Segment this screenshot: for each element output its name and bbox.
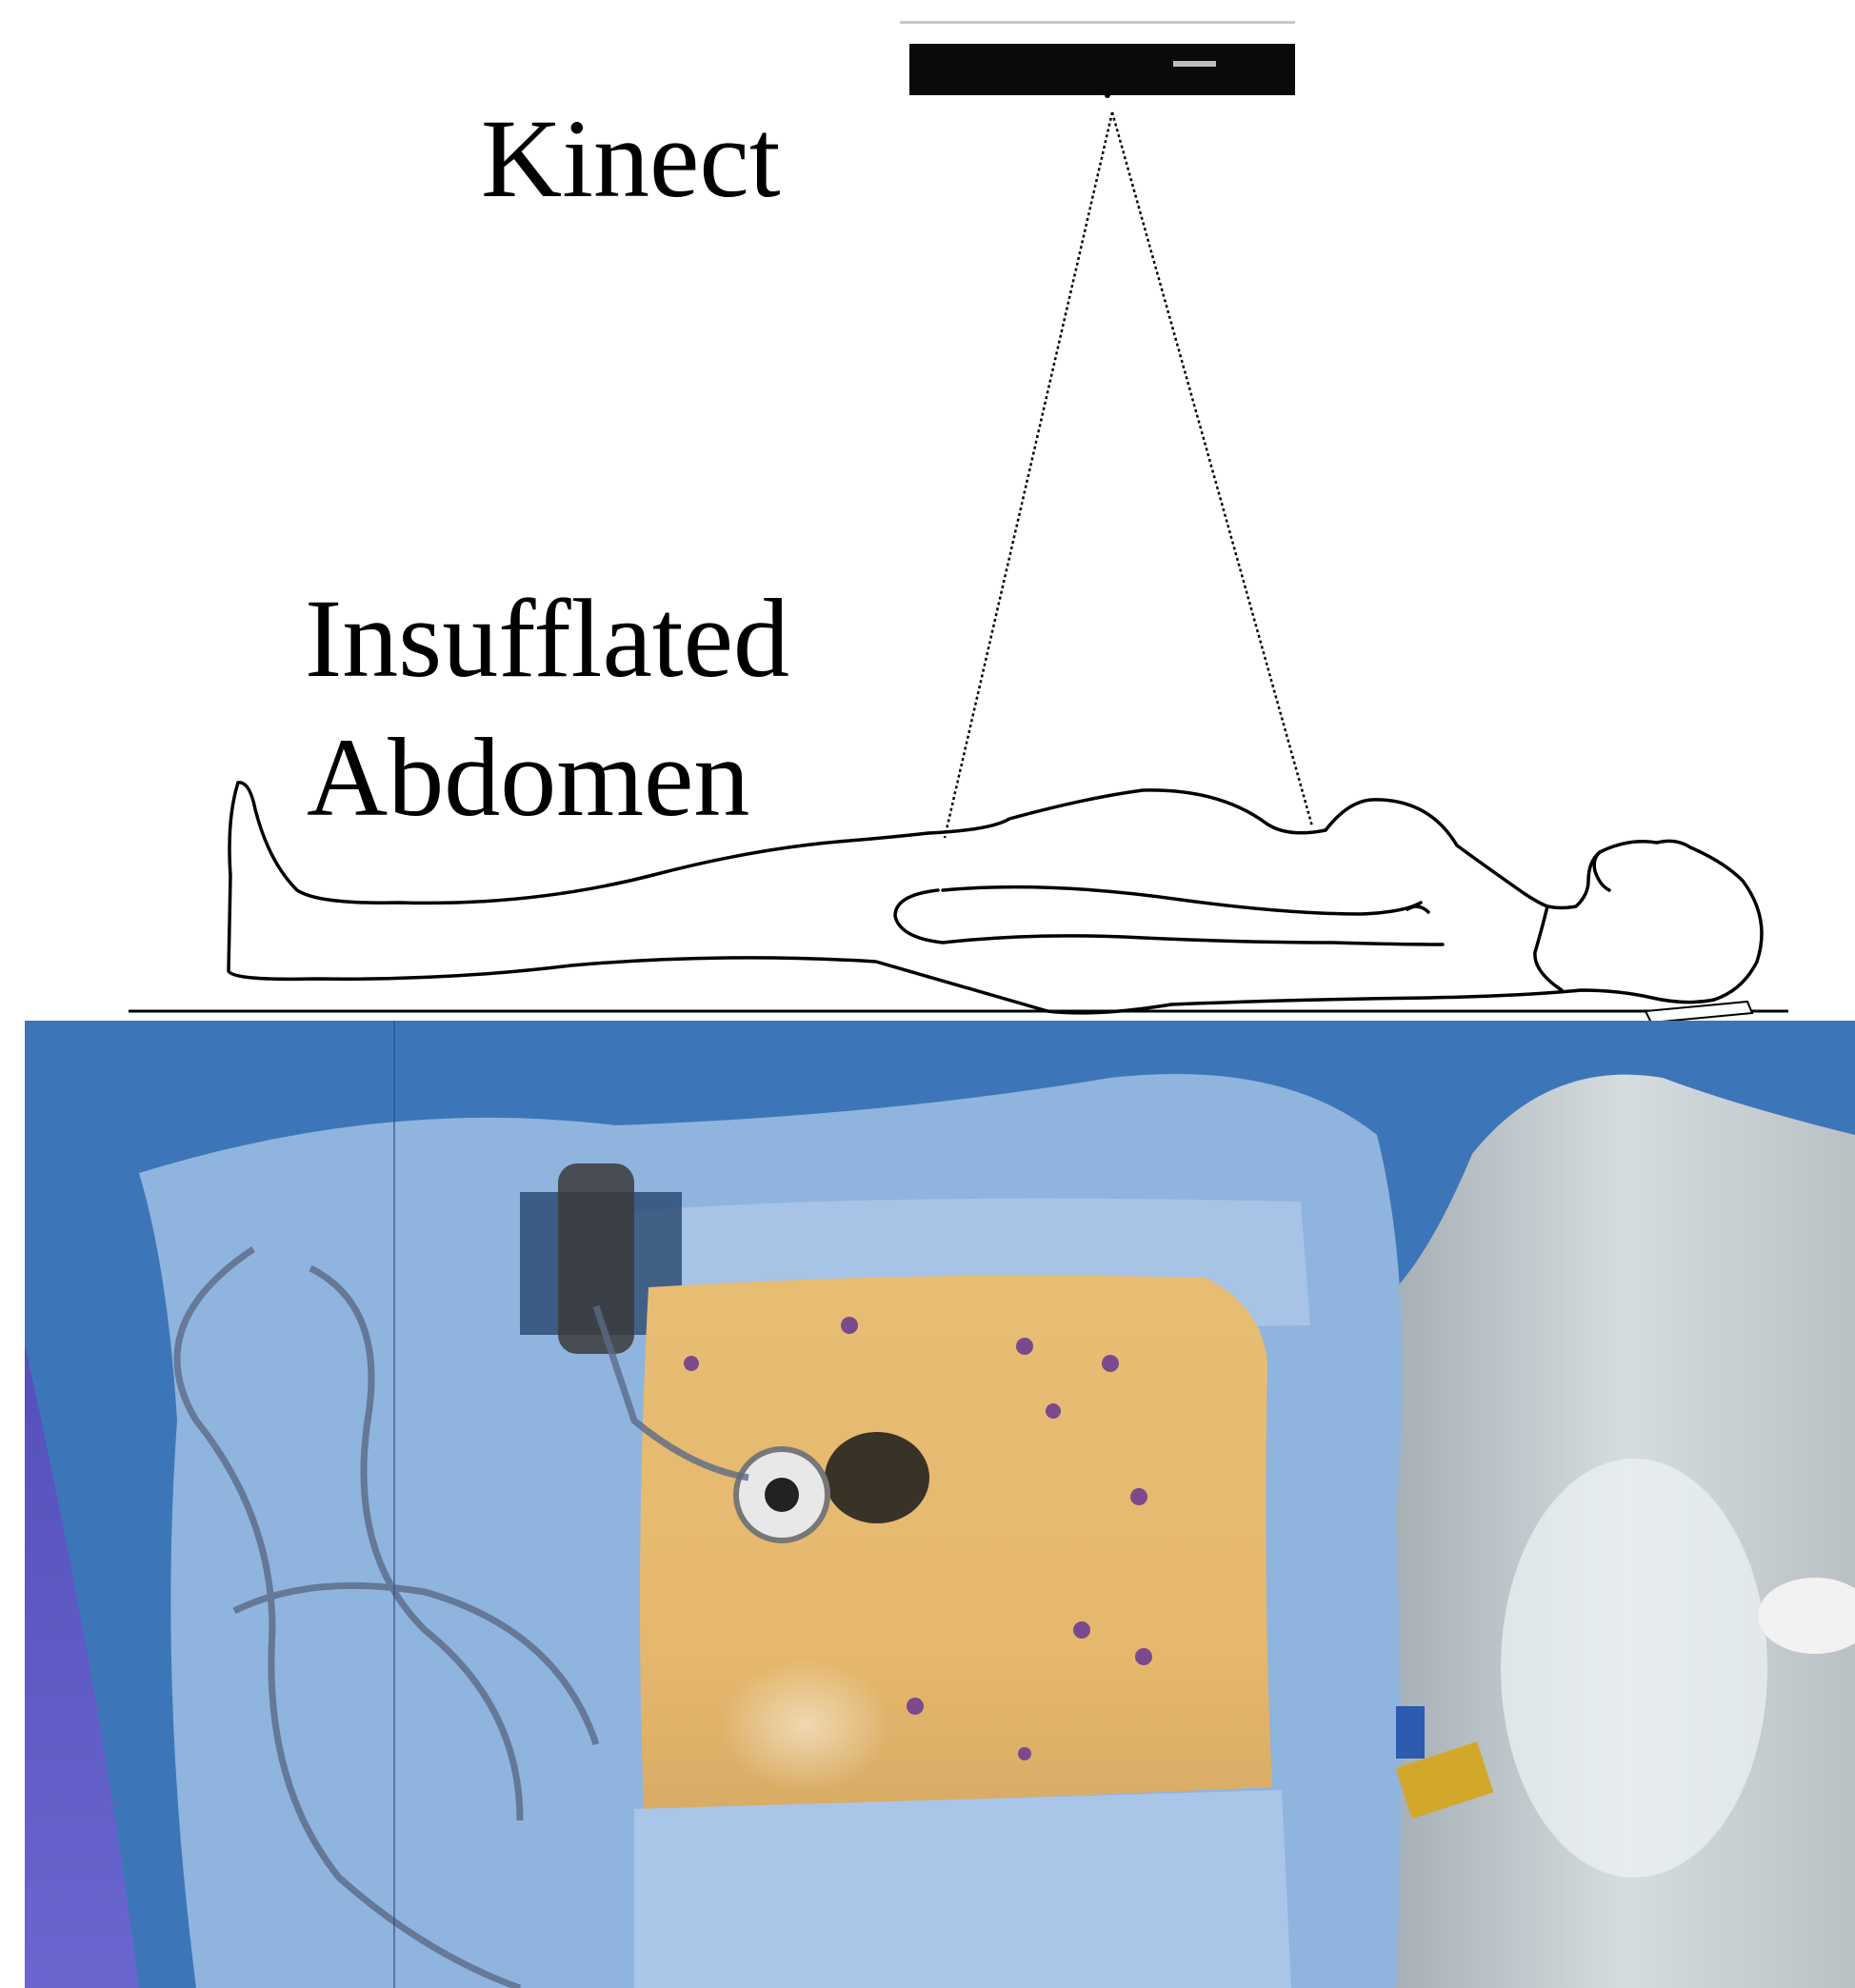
abdomen-label-line2: Abdomen — [307, 722, 749, 834]
head-pillow — [1646, 1002, 1752, 1021]
kinect-label: Kinect — [481, 103, 781, 215]
abdomen-label-line1: Insufflated — [305, 583, 789, 695]
point-cloud-photo — [25, 1021, 1855, 1988]
setup-diagram — [0, 0, 1855, 1021]
field-of-view-lines — [945, 112, 1312, 838]
kinect-sensor-icon — [900, 21, 1295, 98]
